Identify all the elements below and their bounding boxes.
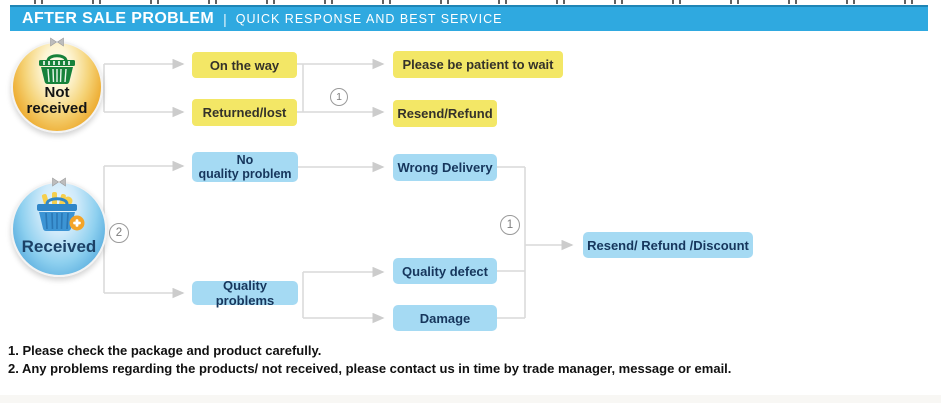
node-no-quality-problem: No quality problem [192,152,298,182]
banner-separator: | [223,11,227,27]
blue-basket-icon [37,192,85,231]
footer-notes: 1. Please check the package and product … [8,342,731,378]
bottom-section-edge [0,395,941,403]
note-line-1: 1. Please check the package and product … [8,343,322,358]
node-wrong-delivery: Wrong Delivery [393,154,497,181]
banner-subtitle: QUICK RESPONSE AND BEST SERVICE [235,12,503,26]
ribbon-clip-icon [52,177,66,187]
node-returned-lost: Returned/lost [192,99,297,126]
step-number-2: 2 [109,223,129,243]
badge-not-received-label: Not received [26,84,88,117]
node-on-the-way: On the way [192,52,297,78]
header-banner: AFTER SALE PROBLEM | QUICK RESPONSE AND … [10,5,928,31]
step-number-1-top: 1 [330,88,348,106]
banner-title: AFTER SALE PROBLEM [22,10,215,27]
node-resend-refund-discount: Resend/ Refund /Discount [583,232,753,258]
node-damage: Damage [393,305,497,331]
badge-not-received: Not received [11,37,103,133]
cropped-text-noise [34,0,914,4]
step-number-1-bottom: 1 [500,215,520,235]
badge-received: Received [11,177,107,277]
green-basket-icon [39,54,75,84]
note-line-2: 2. Any problems regarding the products/ … [8,361,732,376]
node-please-be-patient: Please be patient to wait [393,51,563,78]
badge-received-label: Received [21,237,97,256]
node-resend-refund: Resend/Refund [393,100,497,127]
node-quality-defect: Quality defect [393,258,497,284]
ribbon-clip-icon [50,37,64,47]
node-quality-problems: Quality problems [192,278,298,308]
